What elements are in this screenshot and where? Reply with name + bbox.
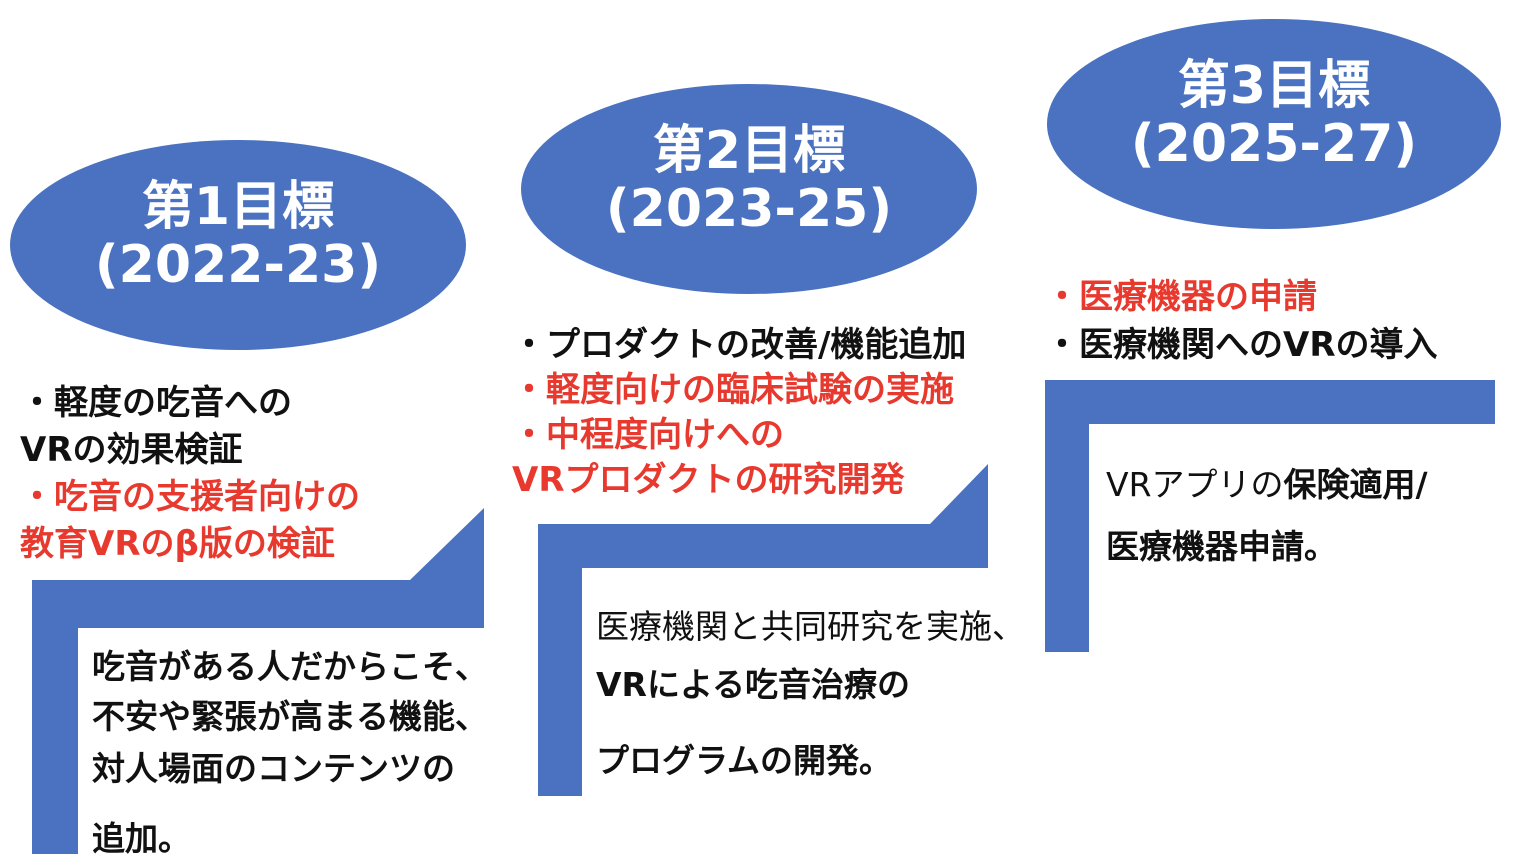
step1-bar (32, 508, 484, 854)
goal1-bullet-2: VRの効果検証 (20, 430, 243, 470)
goal1-desc-3: 対人場面のコンテンツの (92, 749, 455, 788)
goal3-bullet-2: ・医療機関へのVRの導入 (1045, 325, 1438, 365)
goal1-title: 第1目標 (2022-23) (38, 177, 438, 296)
goal3-period: (2025-27) (1130, 114, 1418, 175)
goal1-desc-2: 不安や緊張が高まる機能、 (92, 697, 488, 736)
goal1-desc-1: 吃音がある人だからこそ、 (92, 647, 488, 686)
goal1-title-text: 第1目標 (141, 177, 335, 237)
goal1-bullet-1: ・軽度の吃音への (20, 383, 292, 423)
goal2-bullet-3: ・中程度向けへの (512, 415, 784, 455)
goal2-bullet-1: ・プロダクトの改善/機能追加 (512, 325, 967, 365)
goal3-title-text: 第3目標 (1177, 56, 1371, 116)
goal2-bullet-2: ・軽度向けの臨床試験の実施 (512, 370, 954, 410)
goal1-desc-4: 追加。 (92, 819, 191, 858)
goal3-title: 第3目標 (2025-27) (1074, 56, 1474, 175)
goal2-desc-2: VRによる吃音治療の (596, 665, 910, 704)
goal1-bullet-4: 教育VRのβ版の検証 (20, 524, 335, 564)
goal2-oval (521, 84, 977, 294)
goal2-title: 第2目標 (2023-25) (549, 121, 949, 240)
goal2-desc-3: プログラムの開発。 (596, 741, 893, 780)
goal3-desc-1b: 保険適用/ (1283, 465, 1428, 504)
goal2-bullet-4: VRプロダクトの研究開発 (512, 460, 905, 500)
goal3-desc-1a: VRアプリの (1106, 465, 1284, 504)
goal1-bullet-3: ・吃音の支援者向けの (20, 477, 360, 517)
goal3-desc-1: VRアプリの保険適用/ (1106, 458, 1428, 506)
goal1-period: (2022-23) (94, 235, 382, 296)
goal3-desc-2: 医療機器申請。 (1106, 527, 1337, 566)
goal3-oval (1047, 19, 1501, 229)
goal2-title-text: 第2目標 (652, 121, 846, 181)
step2-bar (538, 464, 988, 796)
goal3-bullet-1: ・医療機器の申請 (1045, 277, 1317, 317)
step3-bar (1045, 380, 1495, 652)
goal1-oval (10, 140, 466, 350)
goal2-desc-1: 医療機関と共同研究を実施、 (596, 607, 1025, 646)
goal2-period: (2023-25) (605, 179, 893, 240)
